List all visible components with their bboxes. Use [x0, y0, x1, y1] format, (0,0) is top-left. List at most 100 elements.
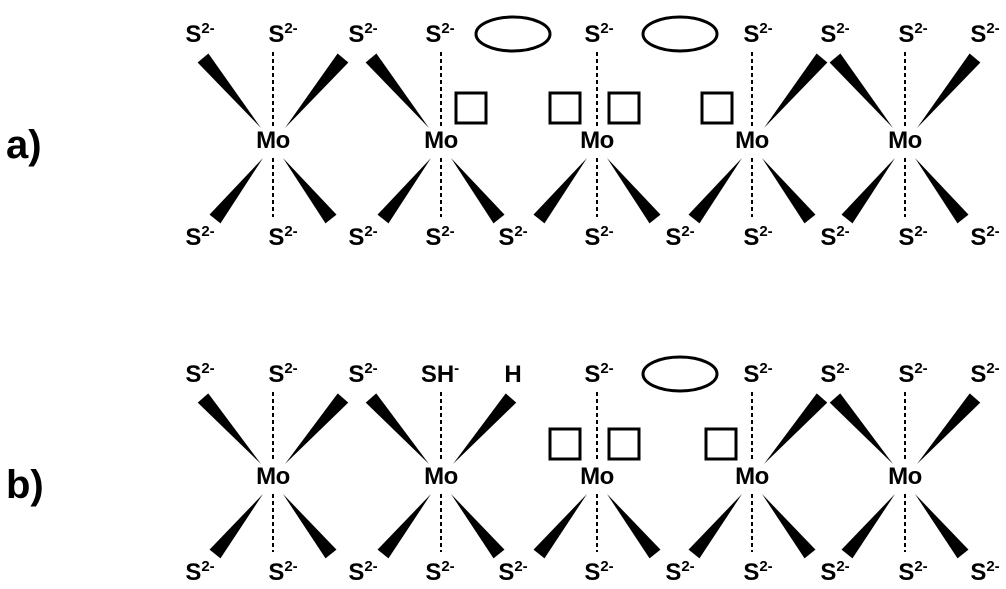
panel-a-top-ligand: S2- [268, 20, 297, 48]
panel-a-wedge-bond-down-right [451, 158, 505, 224]
panel-b-wedge-bond-up-right [764, 393, 828, 464]
panel-b-bottom-ligand: S2- [898, 558, 927, 586]
panel-b-top-ligand: S2- [185, 360, 214, 388]
panel-b-top-ligand-symbol: SH [421, 361, 454, 388]
panel-b-top-ligand: S2- [348, 360, 377, 388]
panel-b-wedge-bond-up-right [453, 393, 517, 464]
panel-b-bottom-ligand: S2- [584, 558, 613, 586]
panel-b-top-ligand-symbol: S [268, 361, 284, 388]
panel-b-top-ligand-charge: 2- [986, 360, 999, 377]
panel-b-bottom-ligand-symbol: S [820, 559, 836, 586]
panel-b-top-ligand: H [504, 361, 521, 388]
panel-a-top-ligand-charge: 2- [284, 20, 297, 37]
panel-a-bottom-ligand-symbol: S [185, 224, 201, 251]
panel-a-bottom-ligand: S2- [665, 223, 694, 251]
panel-a-bottom-ligand-charge: 2- [681, 223, 694, 240]
panel-a-wedge-bond-up-left [365, 53, 429, 128]
panel-a-wedge-bond-down-left [841, 158, 895, 224]
panel-a-top-ligand-charge: 2- [914, 20, 927, 37]
panel-b-bottom-ligand: S2- [743, 558, 772, 586]
panel-b-bottom-ligand: S2- [185, 558, 214, 586]
panel-a-label: a) [6, 123, 42, 167]
panel-a-bottom-ligand: S2- [584, 223, 613, 251]
panel-a-top-ligand-charge: 2- [441, 20, 454, 37]
panel-a-top-ligand-symbol: S [970, 21, 986, 48]
panel-b-top-ligand: S2- [743, 360, 772, 388]
panel-a-bottom-ligand-charge: 2- [364, 223, 377, 240]
panel-b-top-ligand-charge: - [454, 360, 459, 377]
panel-b-bottom-ligand: S2- [970, 558, 999, 586]
panel-a-bottom-ligand-symbol: S [268, 224, 284, 251]
panel-a-wedge-bond-down-right [915, 158, 969, 224]
panel-b-wedge-bond-down-right [451, 494, 505, 559]
panel-a-top-ligand-symbol: S [584, 21, 600, 48]
panel-b-wedge-bond-down-right [607, 494, 661, 559]
panel-b-top-ligand-charge: 2- [836, 360, 849, 377]
panel-b-top-ligand: S2- [820, 360, 849, 388]
panel-a-wedge-bond-down-right [607, 158, 661, 224]
panel-b-mo-atom: Mo [888, 463, 922, 490]
panel-b-bottom-ligand-charge: 2- [284, 558, 297, 575]
panel-b-bottom-ligand-charge: 2- [986, 558, 999, 575]
panel-b-wedge-bond-up-left [197, 393, 261, 464]
panel-b-bottom-ligand-symbol: S [348, 559, 364, 586]
panel-a-bottom-ligand-charge: 2- [284, 223, 297, 240]
panel-b-bottom-ligand-charge: 2- [441, 558, 454, 575]
panel-a-bottom-ligand-symbol: S [898, 224, 914, 251]
panel-a-bottom-ligand-symbol: S [665, 224, 681, 251]
panel-b-wedge-bond-down-left [533, 494, 587, 559]
panel-a-bottom-ligand: S2- [498, 223, 527, 251]
panel-b-top-ligand-charge: 2- [201, 360, 214, 377]
panel-b-bottom-ligand: S2- [348, 558, 377, 586]
panel-b-bottom-ligand-symbol: S [425, 559, 441, 586]
panel-b-mo-atom: Mo [424, 463, 458, 490]
panel-a-bottom-ligand: S2- [268, 223, 297, 251]
panel-a-bottom-ligand: S2- [970, 223, 999, 251]
panel-a-bottom-ligand-charge: 2- [914, 223, 927, 240]
panel-b-top-ligand: S2- [970, 360, 999, 388]
panel-a-wedge-bond-down-left [377, 158, 431, 224]
panel-b-wedge-bond-up-left [365, 393, 429, 464]
panel-b-bottom-ligand: S2- [425, 558, 454, 586]
panel-a-bottom-ligand-symbol: S [348, 224, 364, 251]
panel-a-top-ligand: S2- [970, 20, 999, 48]
panel-b-wedge-bond-down-right [915, 494, 969, 559]
panel-b-wedge-bond-down-right [762, 494, 816, 559]
panel-b-wedge-bond-down-left [209, 494, 263, 559]
panel-b-bottom-ligand-charge: 2- [514, 558, 527, 575]
panel-b-label: b) [6, 463, 44, 507]
panel-b-top-ligand-charge: 2- [284, 360, 297, 377]
panel-a-top-ligand-charge: 2- [986, 20, 999, 37]
panel-b-bottom-ligand-symbol: S [743, 559, 759, 586]
panel-a-bottom-ligand-charge: 2- [600, 223, 613, 240]
panel-b-top-ligand: S2- [584, 360, 613, 388]
panel-a-bottom-ligand-charge: 2- [514, 223, 527, 240]
panel-a-mo-atom: Mo [424, 127, 458, 154]
panel-a-wedge-bond-up-right [917, 53, 981, 128]
panel-b-bottom-ligand: S2- [820, 558, 849, 586]
panel-b-bottom-ligand-symbol: S [665, 559, 681, 586]
panel-a-mo-atom: Mo [735, 127, 769, 154]
panel-a-bottom-ligand: S2- [185, 223, 214, 251]
panel-a-top-ligand-symbol: S [743, 21, 759, 48]
panel-b-bottom-ligand-charge: 2- [681, 558, 694, 575]
panel-a-top-ligand-symbol: S [268, 21, 284, 48]
panel-a-bottom-ligand-symbol: S [425, 224, 441, 251]
panel-b-top-ligand-charge: 2- [600, 360, 613, 377]
panel-b-top-ligand-symbol: S [820, 361, 836, 388]
panel-b-top-ligand-symbol: S [185, 361, 201, 388]
panel-a-bottom-ligand-charge: 2- [201, 223, 214, 240]
panel-a-bottom-ligand-symbol: S [820, 224, 836, 251]
panel-b-top-ligand-symbol: H [504, 361, 521, 388]
panel-a-wedge-bond-down-left [533, 158, 587, 224]
panel-a-top-ligand: S2- [820, 20, 849, 48]
panel-b-bottom-ligand: S2- [268, 558, 297, 586]
panel-b-bottom-ligand-symbol: S [498, 559, 514, 586]
panel-a-wedge-bond-up-right [764, 53, 828, 128]
panel-b-bottom-ligand-charge: 2- [201, 558, 214, 575]
panel-b-wedge-bond-up-right [917, 393, 981, 464]
panel-b-top-ligand-symbol: S [584, 361, 600, 388]
panel-b-wedge-bond-down-left [377, 494, 431, 559]
panel-a-top-ligand-symbol: S [348, 21, 364, 48]
panel-a-bottom-ligand: S2- [425, 223, 454, 251]
